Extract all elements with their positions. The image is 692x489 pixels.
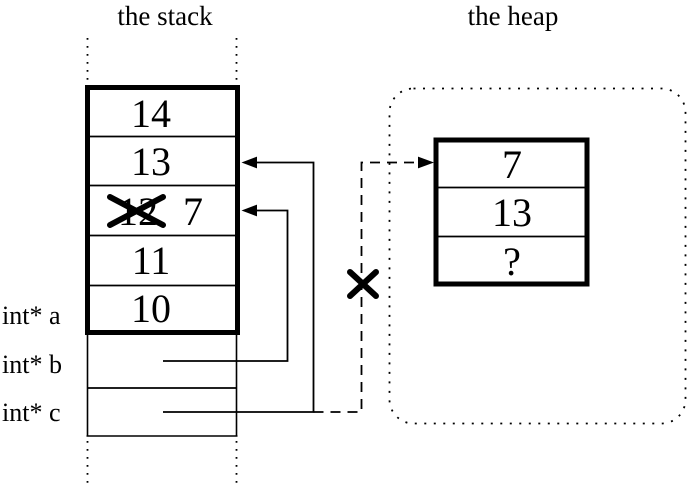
pointer-label-c: int* c (2, 398, 61, 427)
stack-cell-value: 10 (131, 286, 171, 331)
pointer-c-arrowhead-icon (241, 156, 257, 169)
pointer-b-arrowhead-icon (241, 204, 257, 217)
stack-cell-value: 11 (131, 238, 171, 283)
x-mark-on-dangling-pointer-icon (347, 269, 379, 299)
stack-cell-value: 14 (131, 91, 171, 136)
pointer-b-line (163, 209, 289, 362)
x-mark-over-old-value-icon (107, 194, 166, 228)
heap-title: the heap (467, 1, 559, 31)
pointer-label-b: int* b (2, 350, 62, 379)
heap-cell-value: ? (503, 238, 521, 284)
dangling-pointer-arrowhead-icon (418, 156, 434, 169)
stack-cell-old-value-crossed-out: 12 (118, 188, 158, 234)
heap-block-box (433, 137, 590, 287)
stack-frame-box (85, 85, 240, 335)
stack-cell-new-value: 7 (183, 188, 203, 234)
pointer-label-a: int* a (2, 301, 61, 330)
stack-cell-value: 13 (131, 139, 171, 184)
heap-region-dotted-border (388, 87, 687, 425)
heap-cell-value: 13 (492, 189, 532, 235)
heap-cell-value: 7 (502, 141, 522, 187)
pointer-c-line (163, 161, 315, 413)
stack-title: the stack (117, 1, 213, 31)
